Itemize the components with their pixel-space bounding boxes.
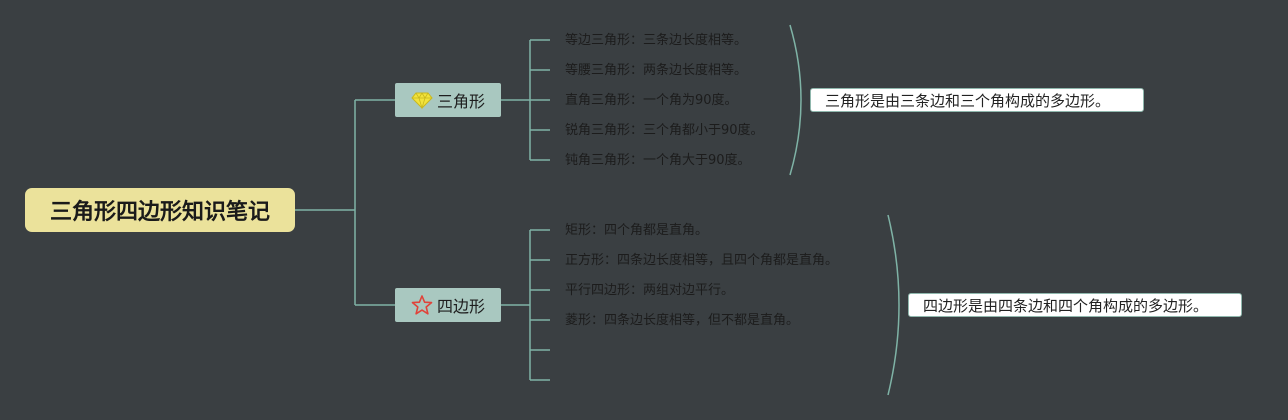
summary-quadrilateral-text: 四边形是由四条边和四个角构成的多边形。 [923,296,1209,315]
connector-root-trunk [295,99,395,306]
leaf-square[interactable]: 正方形：四条边长度相等，且四个角都是直角。 [565,253,839,268]
summary-triangle[interactable]: 三角形是由三条边和三个角构成的多边形。 [810,88,1144,112]
summary-triangle-text: 三角形是由三条边和三个角构成的多边形。 [825,91,1111,110]
root-topic[interactable]: 三角形四边形知识笔记 [25,188,295,232]
diamond-icon [411,90,433,110]
branch-quadrilateral[interactable]: 四边形 [395,288,501,322]
leaf-equilateral[interactable]: 等边三角形：三条边长度相等。 [565,33,748,48]
star-icon [411,295,433,315]
leaf-parallelogram[interactable]: 平行四边形：两组对边平行。 [565,283,735,298]
summary-quadrilateral[interactable]: 四边形是由四条边和四个角构成的多边形。 [908,293,1242,317]
leaf-obtuse-triangle[interactable]: 钝角三角形：一个角大于90度。 [565,153,751,168]
connector-quadrilateral-leaves [500,229,550,381]
branch-quadrilateral-label: 四边形 [436,297,485,316]
connector-triangle-leaves [500,39,550,161]
branch-triangle-label: 三角形 [436,92,485,111]
branch-triangle[interactable]: 三角形 [395,83,501,117]
leaf-isosceles[interactable]: 等腰三角形：两条边长度相等。 [565,63,748,78]
leaf-rhombus[interactable]: 菱形：四条边长度相等，但不都是直角。 [565,313,800,328]
summary-brace-triangle [789,24,802,176]
leaf-rectangle[interactable]: 矩形：四个角都是直角。 [565,223,709,238]
leaf-right-triangle[interactable]: 直角三角形：一个角为90度。 [565,93,738,108]
leaf-acute-triangle[interactable]: 锐角三角形：三个角都小于90度。 [565,123,764,138]
summary-brace-quadrilateral [887,214,900,396]
root-topic-label: 三角形四边形知识笔记 [49,200,270,225]
